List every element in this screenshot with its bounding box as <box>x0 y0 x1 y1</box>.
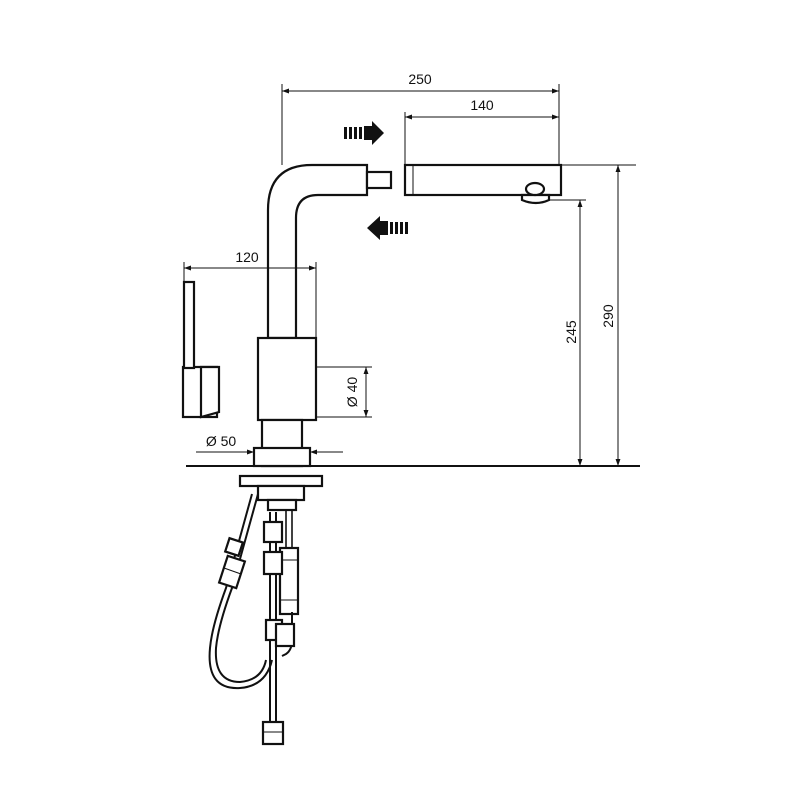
dim-overall-reach: 250 <box>408 71 432 87</box>
dim-handle-width: 120 <box>235 249 259 265</box>
undercounter-assembly <box>208 474 324 746</box>
dim-total-height: 290 <box>600 304 616 328</box>
dimension-lines <box>183 84 636 466</box>
arrow-right-icon <box>344 121 384 145</box>
dim-pullout-length: 140 <box>470 97 494 113</box>
dim-base-diameter: Ø 50 <box>206 433 237 449</box>
faucet-body <box>181 163 563 468</box>
dim-body-diameter: Ø 40 <box>344 377 360 408</box>
arrow-left-icon <box>367 216 408 240</box>
dim-spout-height: 245 <box>563 320 579 344</box>
